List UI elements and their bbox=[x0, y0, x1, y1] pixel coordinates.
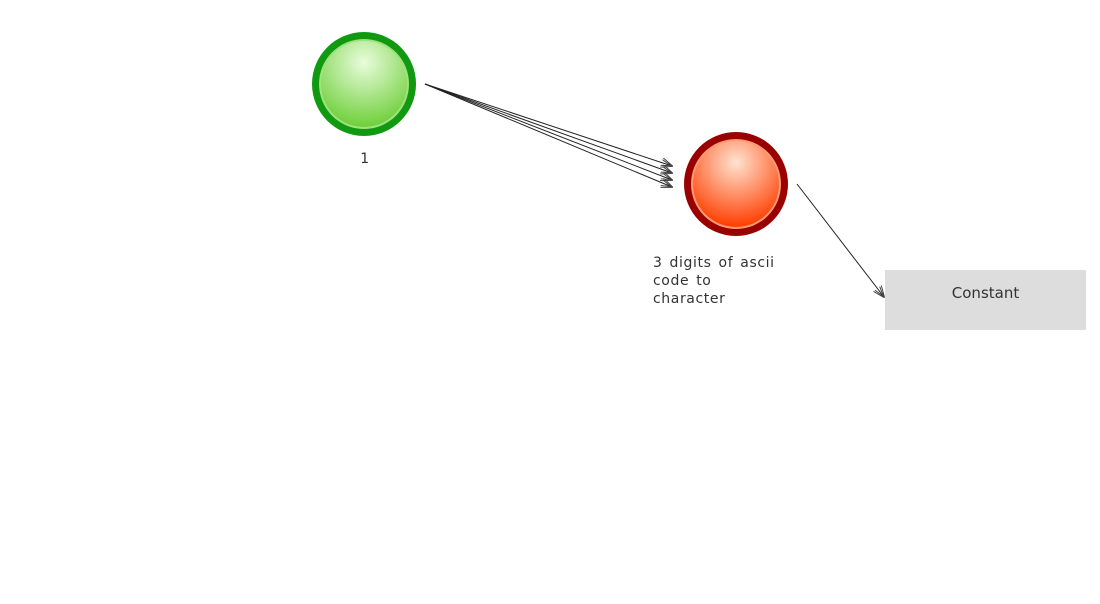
start-node-fill bbox=[321, 41, 407, 127]
edge-start-process-2 bbox=[424, 83, 672, 173]
process-node[interactable] bbox=[684, 132, 788, 236]
edges-start-to-process bbox=[424, 83, 672, 187]
edge-start-process-1 bbox=[424, 83, 672, 166]
start-node[interactable] bbox=[312, 32, 416, 136]
process-node-label-line-1: 3 digits of ascii bbox=[653, 255, 775, 271]
process-node-fill bbox=[693, 141, 779, 227]
edge-start-process-3 bbox=[424, 83, 672, 180]
edge-process-constant bbox=[796, 183, 884, 297]
process-node-label-line-3: character bbox=[653, 291, 726, 307]
constant-node[interactable]: Constant bbox=[885, 270, 1086, 330]
process-node-label-line-2: code to bbox=[653, 273, 712, 289]
process-node-label: 3 digits of ascii code to character bbox=[653, 254, 783, 308]
start-node-label: 1 bbox=[360, 151, 370, 167]
constant-node-label: Constant bbox=[951, 284, 1020, 302]
edge-start-process-4 bbox=[424, 83, 672, 187]
